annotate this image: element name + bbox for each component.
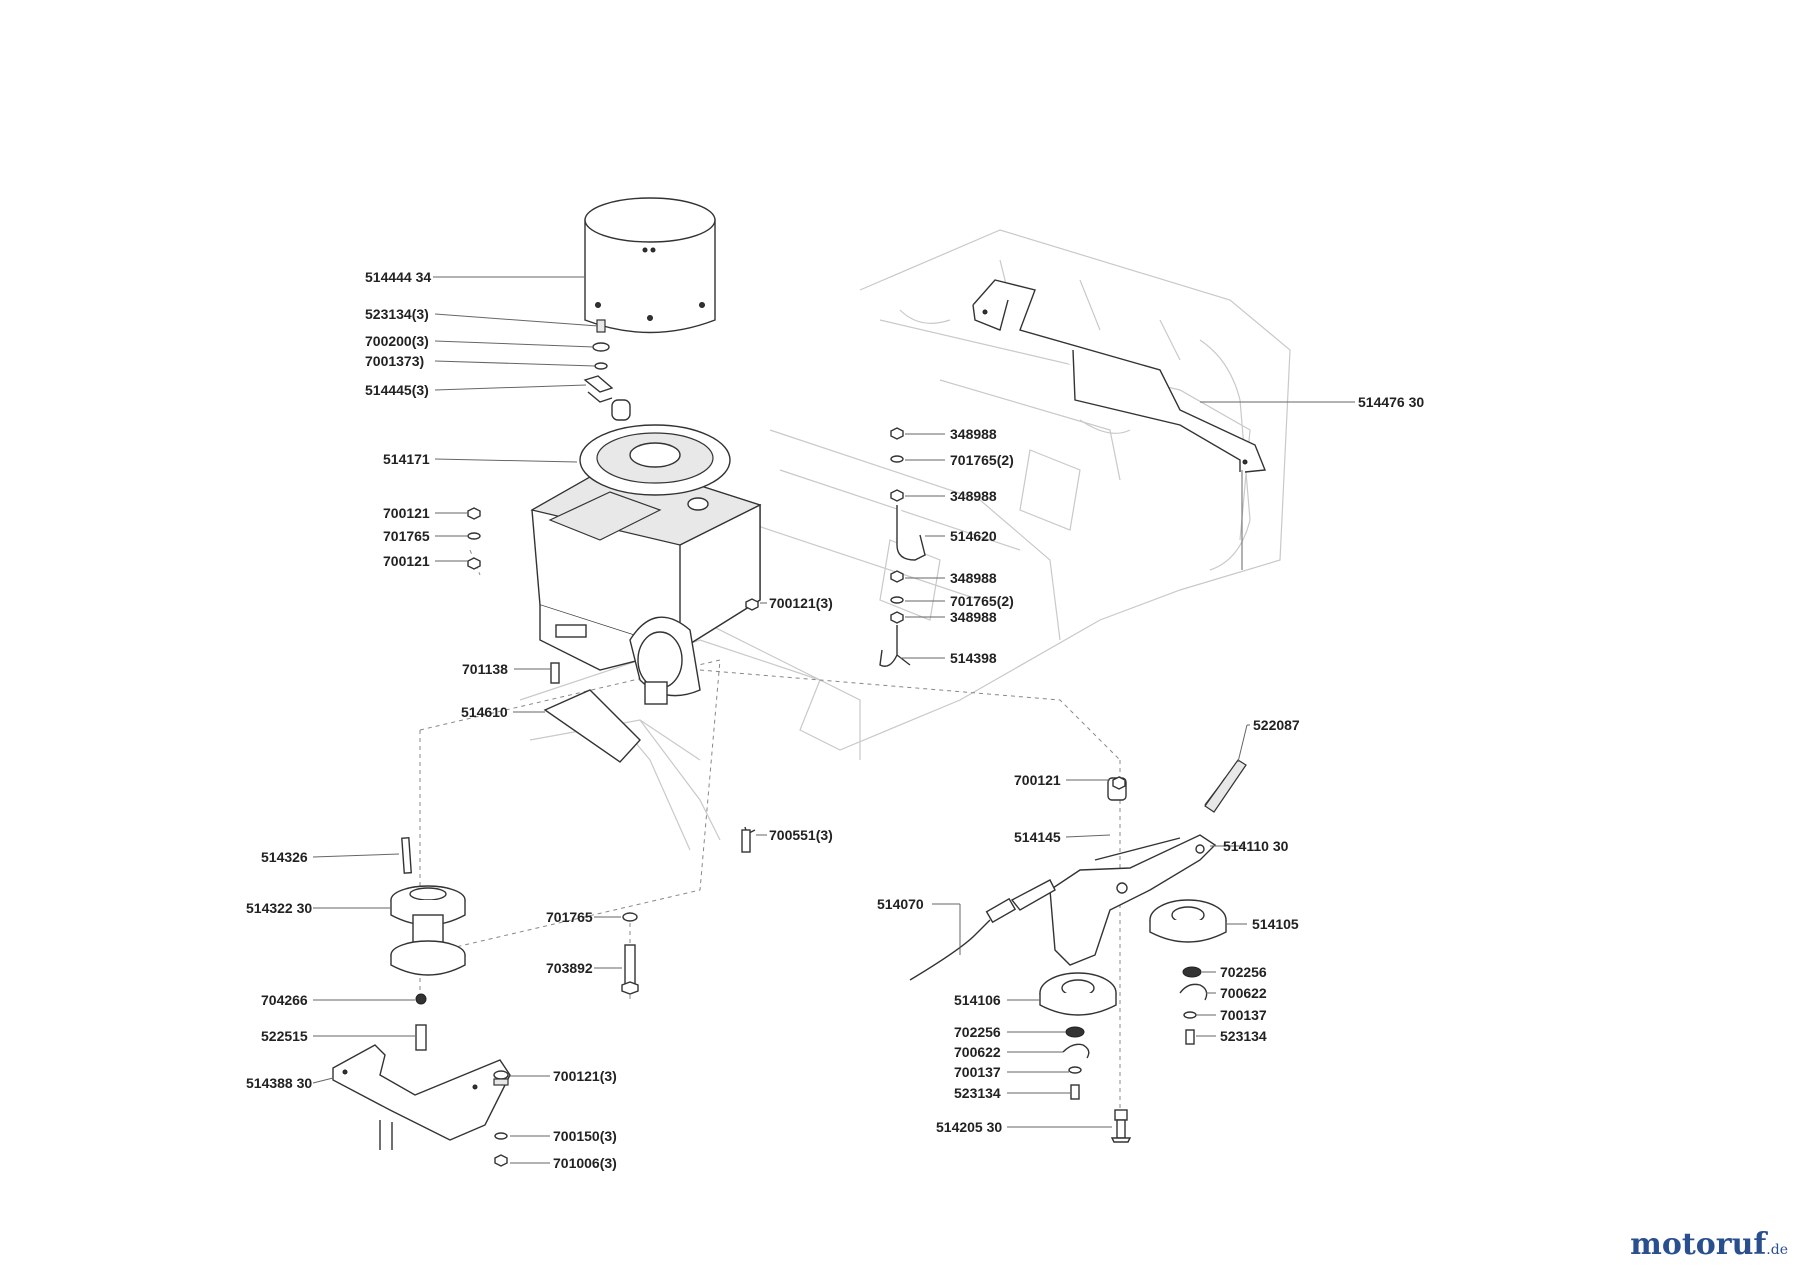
part-label: 514145 [1014, 829, 1061, 845]
part-label: 700121 [383, 505, 430, 521]
brand-logo: motoruf.de [1630, 1227, 1788, 1262]
left-pulley-assembly [390, 837, 466, 1051]
part-label: 701138 [462, 661, 508, 677]
right-pulley-upper [1149, 899, 1227, 1045]
engine-side-fasteners [467, 507, 759, 763]
part-label: 7001373) [365, 353, 424, 369]
part-label: 514620 [950, 528, 997, 544]
left-idler-bracket [332, 1044, 511, 1150]
part-label: 701765(2) [950, 593, 1014, 609]
engine [530, 399, 762, 705]
right-pulley-lower [1039, 972, 1117, 1100]
center-hardware [879, 427, 926, 667]
part-label: 701765 [546, 909, 593, 925]
part-label: 700121 [383, 553, 430, 569]
part-label: 348988 [950, 488, 997, 504]
part-label: 348988 [950, 426, 997, 442]
pivot-bolt [1110, 1109, 1132, 1143]
part-label: 701765 [383, 528, 430, 544]
part-label: 704266 [261, 992, 308, 1008]
control-cable [909, 879, 1056, 981]
muffler-bracket [972, 279, 1266, 570]
part-label: 514388 30 [246, 1075, 312, 1091]
right-idler-arm [1049, 776, 1217, 966]
part-label: 700137 [954, 1064, 1001, 1080]
part-label: 514445(3) [365, 382, 429, 398]
part-label: 701006(3) [553, 1155, 617, 1171]
part-label: 700200(3) [365, 333, 429, 349]
part-label: 514322 30 [246, 900, 312, 916]
part-label: 514476 30 [1358, 394, 1424, 410]
part-label: 700150(3) [553, 1128, 617, 1144]
part-label: 514105 [1252, 916, 1299, 932]
part-label: 523134 [1220, 1028, 1267, 1044]
part-label: 514205 30 [936, 1119, 1002, 1135]
assembly-guide-lines [399, 314, 1121, 1110]
lower-left-fasteners [493, 1070, 509, 1167]
part-labels: 514444 34 523134(3) 700200(3) 7001373) 5… [246, 269, 1424, 1171]
part-label: 348988 [950, 570, 997, 586]
leader-lines [312, 276, 1355, 1164]
center-bolt-stack [621, 826, 756, 995]
part-label: 514110 30 [1223, 838, 1289, 854]
part-label: 514171 [383, 451, 430, 467]
part-label: 514610 [461, 704, 508, 720]
part-label: 522087 [1253, 717, 1300, 733]
part-label: 702256 [954, 1024, 1001, 1040]
part-label: 700121(3) [553, 1068, 617, 1084]
part-label: 700622 [1220, 985, 1267, 1001]
part-label: 700121 [1014, 772, 1061, 788]
part-label: 514106 [954, 992, 1001, 1008]
part-label: 348988 [950, 609, 997, 625]
part-label: 514398 [950, 650, 997, 666]
air-filter-housing [584, 197, 716, 334]
part-label: 702256 [1220, 964, 1267, 980]
brand-tld: .de [1766, 1242, 1788, 1258]
air-filter-fasteners [583, 319, 614, 403]
part-label: 523134 [954, 1085, 1001, 1101]
part-label: 701765(2) [950, 452, 1014, 468]
tension-spring [1204, 759, 1247, 813]
part-label: 514070 [877, 896, 924, 912]
part-label: 700622 [954, 1044, 1001, 1060]
part-label: 514326 [261, 849, 308, 865]
part-label: 514444 34 [365, 269, 431, 285]
part-label: 703892 [546, 960, 593, 976]
part-label: 700137 [1220, 1007, 1267, 1023]
ghost-mower-frame [519, 229, 1291, 851]
part-label: 700121(3) [769, 595, 833, 611]
part-label: 700551(3) [769, 827, 833, 843]
part-label: 522515 [261, 1028, 308, 1044]
brand-name: motoruf [1630, 1227, 1767, 1262]
part-label: 523134(3) [365, 306, 429, 322]
